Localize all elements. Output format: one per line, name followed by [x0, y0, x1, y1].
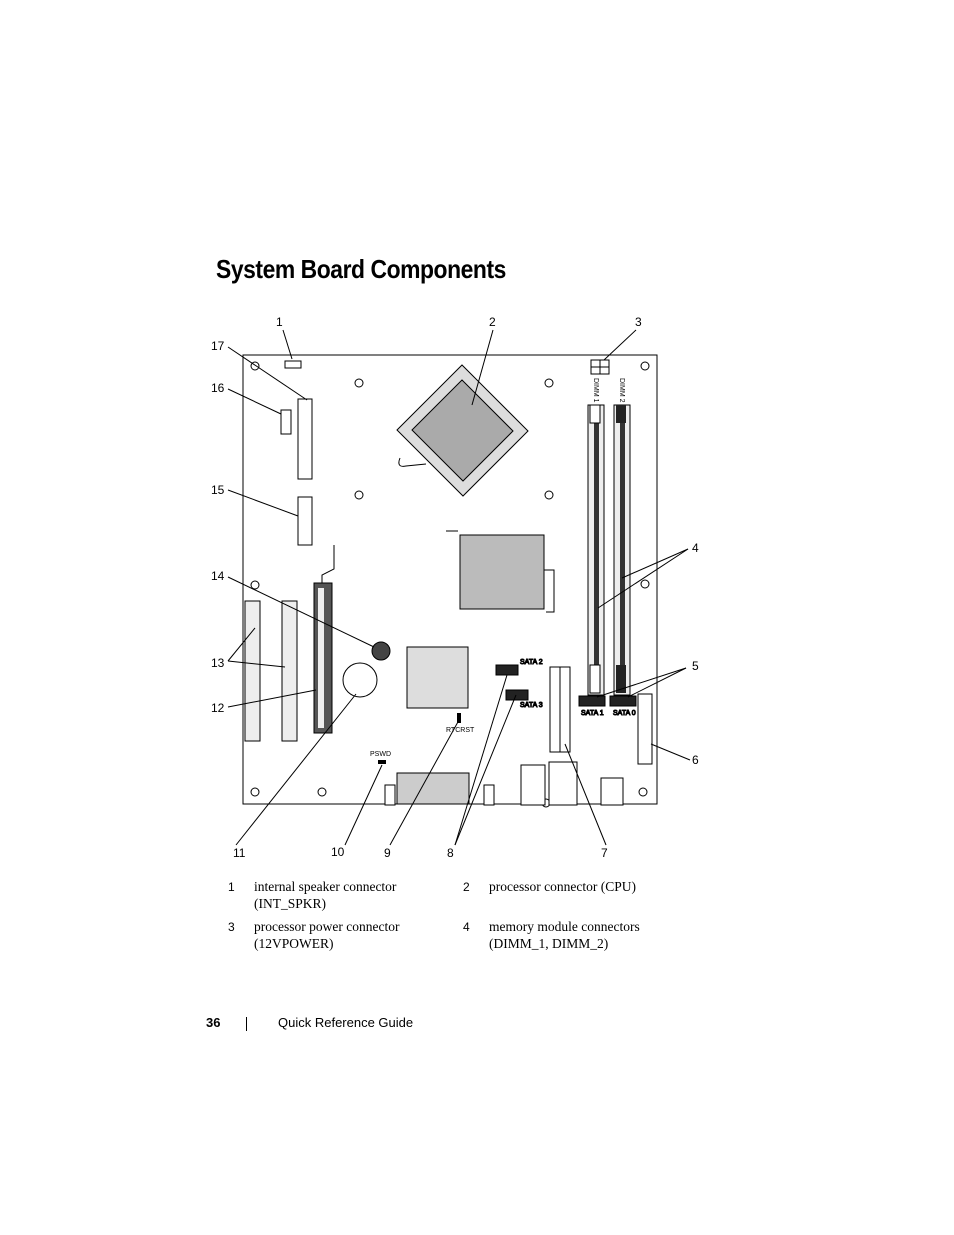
rear-io — [384, 761, 624, 806]
rtcrst-label: RTCRST — [446, 727, 475, 734]
internal-speaker — [371, 641, 391, 661]
sata-connectors: SATA 2 SATA 3 SATA 1 SATA 0 — [495, 659, 637, 718]
legend-item: 4 memory module connectors (DIMM_1, DIMM… — [457, 918, 692, 952]
legend-number: 4 — [463, 920, 470, 934]
callout-3: 3 — [635, 315, 642, 329]
callout-4: 4 — [692, 541, 699, 555]
dimm-slots: DIMM 1 DIMM 2 — [587, 378, 631, 696]
processor-socket — [396, 364, 529, 497]
sata0-label: SATA 0 — [613, 710, 636, 717]
dimm1-label: DIMM 1 — [592, 378, 599, 403]
int-spkr-connector — [284, 360, 302, 369]
legend-text: processor power connector (12VPOWER) — [254, 919, 400, 951]
legend-number: 3 — [228, 920, 235, 934]
callout-17: 17 — [211, 339, 225, 353]
callout-1: 1 — [276, 315, 283, 329]
callout-12: 12 — [211, 701, 225, 715]
chipset — [406, 646, 469, 709]
legend-item: 2 processor connector (CPU) — [457, 878, 692, 912]
front-usb-connector — [297, 496, 313, 546]
sata3-label: SATA 3 — [520, 702, 543, 709]
rtcrst-jumper — [457, 713, 461, 723]
dimm2-label: DIMM 2 — [618, 378, 625, 403]
page-title: System Board Components — [216, 254, 506, 284]
callout-9: 9 — [384, 846, 391, 860]
callout-8: 8 — [447, 846, 454, 860]
page-number: 36 — [206, 1015, 221, 1030]
legend-text: memory module connectors (DIMM_1, DIMM_2… — [489, 919, 640, 951]
ide-connector — [297, 398, 313, 480]
main-power-connector — [549, 666, 571, 753]
callout-11: 11 — [233, 846, 246, 860]
callout-16: 16 — [211, 381, 225, 395]
fan-connector — [280, 409, 292, 435]
pswd-jumper — [378, 760, 386, 764]
front-panel-connector — [637, 693, 653, 765]
chipset-heatsink — [446, 530, 555, 613]
callout-15: 15 — [211, 483, 225, 497]
callout-numbers: 1 2 3 4 5 6 7 8 9 10 11 12 13 14 15 16 1… — [211, 315, 699, 860]
pswd-label: PSWD — [370, 751, 391, 758]
callout-7: 7 — [601, 846, 608, 860]
battery — [342, 662, 378, 698]
callout-legend: 1 internal speaker connector (INT_SPKR) … — [222, 878, 692, 958]
legend-item: 1 internal speaker connector (INT_SPKR) — [222, 878, 457, 912]
cpu-power-connector — [590, 359, 610, 375]
legend-row: 3 processor power connector (12VPOWER) 4… — [222, 918, 692, 952]
legend-text: processor connector (CPU) — [489, 879, 636, 894]
sata2-label: SATA 2 — [520, 659, 543, 666]
callout-2: 2 — [489, 315, 496, 329]
callout-6: 6 — [692, 753, 699, 767]
legend-number: 2 — [463, 880, 470, 894]
legend-row: 1 internal speaker connector (INT_SPKR) … — [222, 878, 692, 912]
callout-13: 13 — [211, 656, 225, 670]
legend-text: internal speaker connector (INT_SPKR) — [254, 879, 397, 911]
callout-14: 14 — [211, 569, 225, 583]
callout-10: 10 — [331, 845, 345, 859]
legend-item: 3 processor power connector (12VPOWER) — [222, 918, 457, 952]
legend-number: 1 — [228, 880, 235, 894]
footer-divider — [246, 1017, 247, 1031]
guide-title: Quick Reference Guide — [278, 1015, 414, 1030]
callout-5: 5 — [692, 659, 699, 673]
callout-leaders — [227, 329, 691, 846]
sata1-label: SATA 1 — [581, 710, 604, 717]
